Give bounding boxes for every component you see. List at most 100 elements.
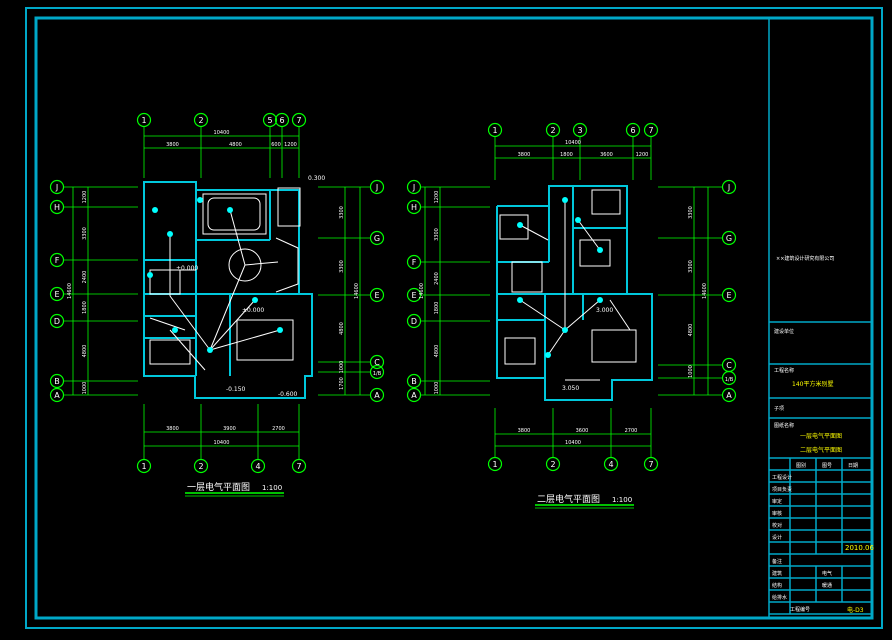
plan1-fixtures: [147, 197, 283, 353]
dimension-label: 3800: [518, 152, 531, 158]
svg-text:H: H: [54, 203, 60, 212]
svg-text:J: J: [375, 183, 378, 192]
svg-text:1: 1: [141, 116, 146, 125]
dimension-label: 1200: [434, 191, 440, 204]
grid-header: 日期: [848, 463, 858, 469]
grid-row: 校对: [772, 522, 782, 529]
dimension-label: 3300: [339, 206, 345, 219]
plan1-title: 一层电气平面图 1:100: [185, 481, 284, 497]
axis-bubble-left: D: [406, 313, 422, 329]
elevation-label: ±0.000: [242, 307, 264, 314]
lower-row: 建筑: [772, 570, 782, 577]
svg-text:D: D: [411, 317, 417, 326]
svg-text:7: 7: [296, 116, 301, 125]
dimension-label: 1000: [434, 382, 440, 395]
svg-text:F: F: [412, 258, 417, 267]
axis-bubble-left: D: [49, 313, 65, 329]
svg-text:7: 7: [648, 126, 653, 135]
lower-row: 暖通: [822, 582, 832, 589]
axis-bubble-top: 2: [545, 122, 561, 138]
svg-text:1/B: 1/B: [373, 371, 382, 377]
dimension-label: 3800: [166, 426, 179, 432]
axis-bubble-left: F: [49, 252, 65, 268]
dimension-label: 14600: [67, 283, 73, 299]
dimension-label: 1200: [636, 152, 649, 158]
grid-row: 工程设计: [772, 474, 792, 481]
svg-text:6: 6: [279, 116, 284, 125]
plan1-elevations: 0.300 ±0.000 ±0.000 -0.600 -0.150: [176, 175, 325, 398]
dimension-label: 10400: [565, 140, 581, 146]
drawing-name-1: 一层电气平面图: [800, 432, 842, 440]
dimension-label: 1000: [688, 365, 694, 378]
dimension-label: 4800: [82, 345, 88, 358]
axis-bubble-right: 1/B: [721, 370, 737, 386]
svg-text:E: E: [726, 291, 731, 300]
dimension-label: 4800: [688, 324, 694, 337]
svg-text:A: A: [726, 391, 732, 400]
svg-text:2: 2: [198, 462, 203, 471]
dimension-label: 1200: [82, 191, 88, 204]
axis-bubble-left: B: [49, 373, 65, 389]
elevation-label: -0.150: [226, 386, 246, 393]
dimension-label: 10400: [565, 440, 581, 446]
svg-text:A: A: [54, 391, 60, 400]
axis-bubble-right: E: [369, 287, 385, 303]
dimension-label: 4800: [229, 142, 242, 148]
axis-bubble-top: 6: [625, 122, 641, 138]
axis-bubble-top: 3: [572, 122, 588, 138]
axis-bubble-top: 2: [193, 112, 209, 128]
svg-text:B: B: [411, 377, 417, 386]
project-name: 140平方米别墅: [792, 380, 833, 388]
svg-text:E: E: [54, 290, 59, 299]
dimension-label: 600: [271, 142, 281, 148]
plan2-walls: [496, 185, 653, 401]
plan1-wiring: [149, 209, 281, 371]
dimension-label: 14600: [419, 283, 425, 299]
dimension-label: 10400: [214, 130, 230, 136]
axis-bubble-left: H: [49, 199, 65, 215]
axis-bubble-bottom: 4: [250, 458, 266, 474]
axis-bubble-bottom: 1: [136, 458, 152, 474]
axis-bubble-left: E: [49, 286, 65, 302]
plan1-walls: [143, 181, 313, 399]
svg-text:G: G: [374, 234, 380, 243]
drawing-name-2: 二层电气平面图: [800, 446, 842, 454]
elevation-label: -0.600: [278, 391, 298, 398]
axis-bubble-top: 6: [274, 112, 290, 128]
axis-bubble-bottom: 2: [193, 458, 209, 474]
axis-bubble-left: A: [49, 387, 65, 403]
dimension-label: 1000: [339, 361, 345, 374]
axis-bubble-left: J: [49, 179, 65, 195]
plan2-scale: 1:100: [612, 496, 632, 504]
dimension-label: 2700: [625, 428, 638, 434]
plan1-title-text: 一层电气平面图: [187, 481, 250, 493]
axis-bubble-left: J: [406, 179, 422, 195]
elevation-label: 3.000: [596, 307, 613, 314]
inner-frame: [34, 16, 874, 620]
axis-bubble-right: G: [721, 230, 737, 246]
subitem-label: 子项: [774, 405, 784, 412]
drawing-name-label: 图纸名称: [774, 422, 794, 429]
axis-bubble-left: A: [406, 387, 422, 403]
svg-text:H: H: [411, 203, 417, 212]
svg-text:A: A: [374, 391, 380, 400]
axis-bubble-bottom: 7: [291, 458, 307, 474]
elevation-label: 3.050: [562, 385, 579, 392]
dimension-label: 3800: [166, 142, 179, 148]
svg-text:1: 1: [492, 126, 497, 135]
svg-text:J: J: [55, 183, 58, 192]
company-name: ××建筑设计研究有限公司: [776, 255, 834, 262]
lower-row: 备注: [772, 558, 782, 565]
axis-bubble-left: F: [406, 254, 422, 270]
dimension-label: 14600: [702, 283, 708, 299]
axis-bubble-top: 7: [643, 122, 659, 138]
axis-bubble-right: A: [369, 387, 385, 403]
lower-row: 结构: [772, 582, 782, 589]
svg-text:7: 7: [296, 462, 301, 471]
design-unit-label: 建设单位: [774, 328, 794, 335]
dimension-label: 3300: [339, 260, 345, 273]
svg-text:1: 1: [141, 462, 146, 471]
axis-bubble-right: A: [721, 387, 737, 403]
